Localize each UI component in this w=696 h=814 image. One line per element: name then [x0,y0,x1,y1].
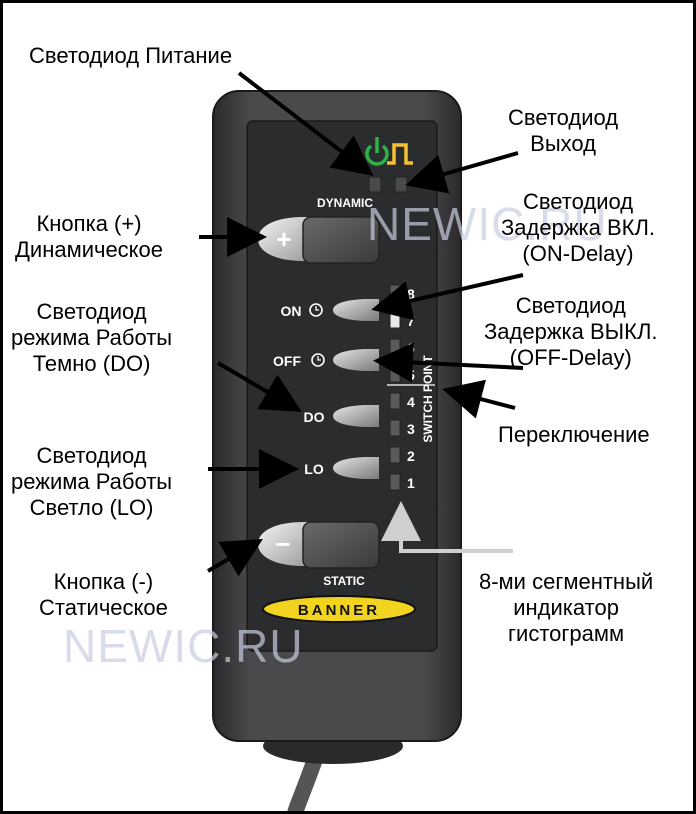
bargraph-segment-8 [389,284,401,302]
bargraph-segment-label: 4 [407,394,415,410]
arrow-dark-mode [216,361,302,413]
bargraph-segment-label: 7 [407,313,415,329]
arrow-minus-button [206,538,263,577]
callout-light-mode-led: Светодиод режима Работы Светло (LO) [11,443,173,520]
brand-name: BANNER [298,602,380,619]
bargraph-segment-label: 3 [407,421,415,437]
do-label: DO [304,409,325,425]
off-label: OFF [273,353,301,369]
bargraph-segment-label: 6 [407,340,415,356]
arrow-power-led [237,71,374,176]
arrow-switch [442,379,516,419]
callout-bargraph: 8-ми сегментный индикатор гистограмм [479,569,654,646]
arrow-bargraph [381,501,513,553]
on-delay-indicator: ON [281,299,379,321]
callout-power-led: Светодиод Питание [29,43,233,68]
bargraph-segment-3 [389,419,401,437]
dynamic-label: DYNAMIC [317,196,373,210]
minus-symbol: − [275,529,290,559]
brand-logo: BANNER [262,595,416,623]
static-label: STATIC [323,574,365,588]
on-delay-led [333,299,379,321]
bargraph-segment-1 [389,473,401,491]
arrow-on-delay [371,273,524,321]
callout-on-delay-led: Светодиод Задержка ВКЛ. (ON-Delay) [501,189,656,266]
switch-point-label: SWITCH POINT [421,355,435,443]
off-delay-led [333,349,379,371]
bargraph-segment-label: 1 [407,475,415,491]
on-label: ON [281,303,302,319]
watermark-top: NEWIC.RU [367,198,608,250]
power-led [368,176,382,193]
callout-plus-button: Кнопка (+) Динамическое [15,211,164,262]
bargraph-segment-label: 2 [407,448,415,464]
bargraph-segment-5 [389,365,401,383]
off-delay-indicator: OFF [273,349,379,371]
callout-switch: Переключение [498,422,650,447]
callout-dark-mode-led: Светодиод режима Работы Темно (DO) [11,299,173,376]
callout-arrows [199,71,524,577]
minus-button[interactable]: − [258,521,380,569]
light-operate-indicator: LO [304,457,379,479]
arrow-output-led [405,151,519,194]
dark-operate-indicator: DO [304,405,379,427]
bargraph-segment-7 [389,311,401,329]
bargraph-segment-label: 5 [407,367,415,383]
output-led [394,176,408,193]
callout-minus-button: Кнопка (-) Статическое [39,569,168,620]
arrow-off-delay [373,342,524,383]
lo-led [333,457,379,479]
callout-off-delay-led: Светодиод Задержка ВЫКЛ. (OFF-Delay) [484,293,658,370]
clock-icon [311,353,325,367]
bargraph-segment-6 [389,338,401,356]
callout-output-led: Светодиод Выход [508,105,619,156]
lo-label: LO [304,461,324,477]
do-led [333,405,379,427]
bargraph-segment-2 [389,446,401,464]
plus-button[interactable]: + [258,216,380,264]
watermark-bottom: NEWIC.RU [63,620,304,672]
plus-symbol: + [276,224,291,254]
bargraph-segment-4 [389,392,401,410]
clock-icon [309,303,323,317]
